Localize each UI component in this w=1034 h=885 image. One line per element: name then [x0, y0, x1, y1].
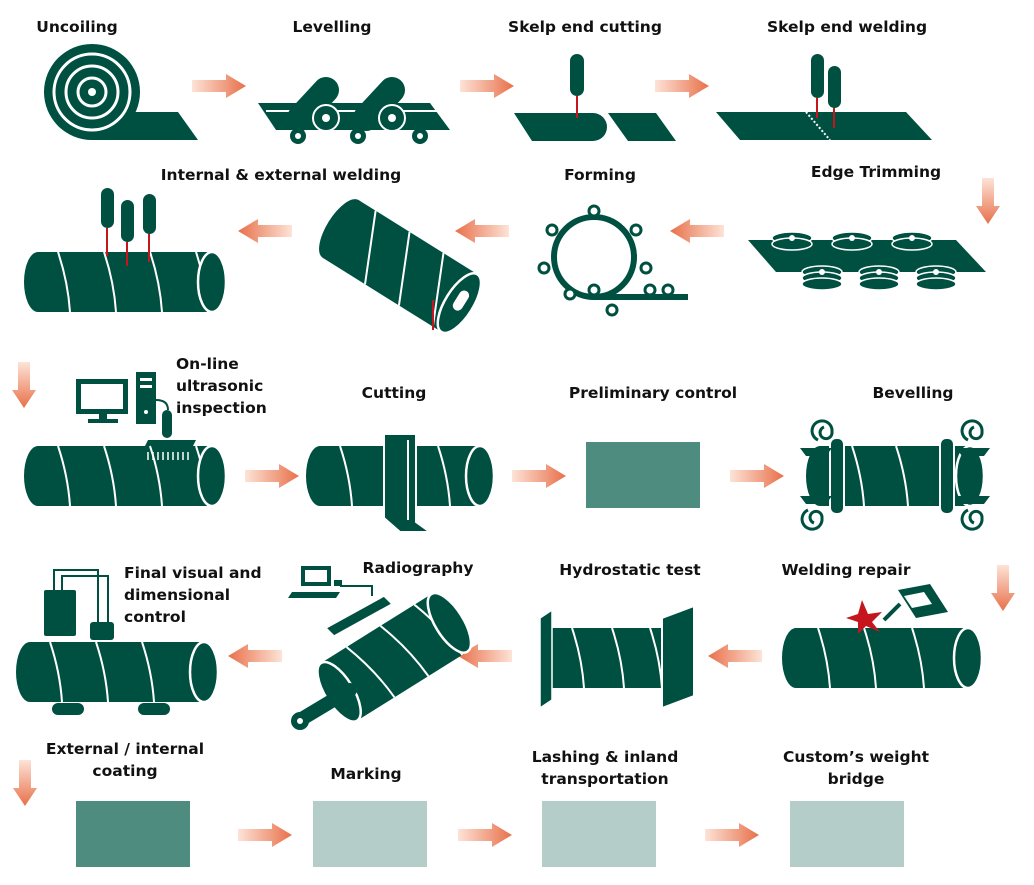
edge-trimming-icon — [748, 231, 986, 291]
coating-box — [76, 801, 190, 867]
label-coating-line1: External / internal — [46, 740, 204, 758]
skelp-end-welding-icon — [716, 54, 932, 141]
label-edge-trimming: Edge Trimming — [811, 163, 941, 181]
label-coating-line2: coating — [92, 762, 157, 780]
label-levelling: Levelling — [292, 18, 371, 36]
lashing-box — [542, 801, 656, 867]
label-ultrasonic-line1: On-line — [176, 355, 239, 373]
arrow-right-icon — [730, 464, 784, 488]
ultrasonic-inspection-icon — [24, 372, 228, 508]
label-marking: Marking — [330, 765, 401, 783]
label-weight-bridge-line1: Custom’s weight — [783, 748, 930, 766]
label-lashing-line2: transportation — [541, 770, 668, 788]
arrow-right-icon — [458, 823, 512, 847]
arrow-down-icon — [976, 178, 1000, 224]
label-bevelling: Bevelling — [872, 384, 953, 402]
label-radiography: Radiography — [363, 559, 474, 577]
label-welding-repair: Welding repair — [782, 561, 911, 579]
arrow-right-icon — [512, 464, 566, 488]
marking-box — [313, 801, 427, 867]
label-ultrasonic-line2: ultrasonic — [176, 377, 263, 395]
final-control-icon — [16, 569, 220, 715]
pipe-cutting-icon — [306, 433, 496, 533]
hydrostatic-test-icon — [539, 604, 695, 710]
label-cutting: Cutting — [362, 384, 427, 402]
arrow-right-icon — [705, 823, 759, 847]
arrow-down-icon — [991, 565, 1015, 611]
arrow-right-icon — [460, 74, 514, 98]
arrow-left-icon — [708, 644, 762, 668]
label-hydrostatic-test: Hydrostatic test — [559, 561, 701, 579]
label-final-control-line1: Final visual and — [124, 564, 262, 582]
welding-repair-icon — [782, 584, 984, 690]
arrow-left-icon — [238, 219, 292, 243]
step-labels: Uncoiling Levelling Skelp end cutting Sk… — [36, 18, 953, 788]
arrow-right-icon — [238, 823, 292, 847]
label-preliminary-control: Preliminary control — [569, 384, 737, 402]
label-skelp-end-cutting: Skelp end cutting — [508, 18, 662, 36]
skelp-end-cutting-icon — [514, 54, 676, 141]
arrow-down-icon — [12, 362, 36, 408]
label-weight-bridge-line2: bridge — [828, 770, 885, 788]
arrow-right-icon — [192, 74, 246, 98]
radiography-icon — [288, 566, 473, 730]
arrow-left-icon — [670, 219, 724, 243]
arrow-right-icon — [655, 74, 709, 98]
arrow-right-icon — [245, 464, 299, 488]
label-final-control-line2: dimensional — [124, 586, 230, 604]
pipe-external-welding-icon — [24, 188, 228, 314]
arrow-left-icon — [228, 644, 282, 668]
arrow-down-icon — [13, 760, 37, 806]
label-final-control-line3: control — [124, 608, 186, 626]
label-forming: Forming — [564, 166, 636, 184]
forming-rolls-icon — [537, 204, 688, 317]
label-internal-external-welding: Internal & external welding — [161, 166, 401, 184]
levelling-rollers-icon — [258, 77, 450, 144]
arrow-left-icon — [455, 219, 509, 243]
label-uncoiling: Uncoiling — [36, 18, 118, 36]
label-skelp-end-welding: Skelp end welding — [767, 18, 927, 36]
label-ultrasonic-line3: inspection — [176, 399, 267, 417]
label-lashing-line1: Lashing & inland — [532, 748, 679, 766]
uncoiling-coil-icon — [44, 44, 198, 140]
tilted-pipe-inner-welding-icon — [319, 199, 483, 335]
preliminary-control-box — [586, 442, 700, 508]
bevelling-machine-icon — [800, 419, 990, 531]
weight-bridge-box — [790, 801, 904, 867]
